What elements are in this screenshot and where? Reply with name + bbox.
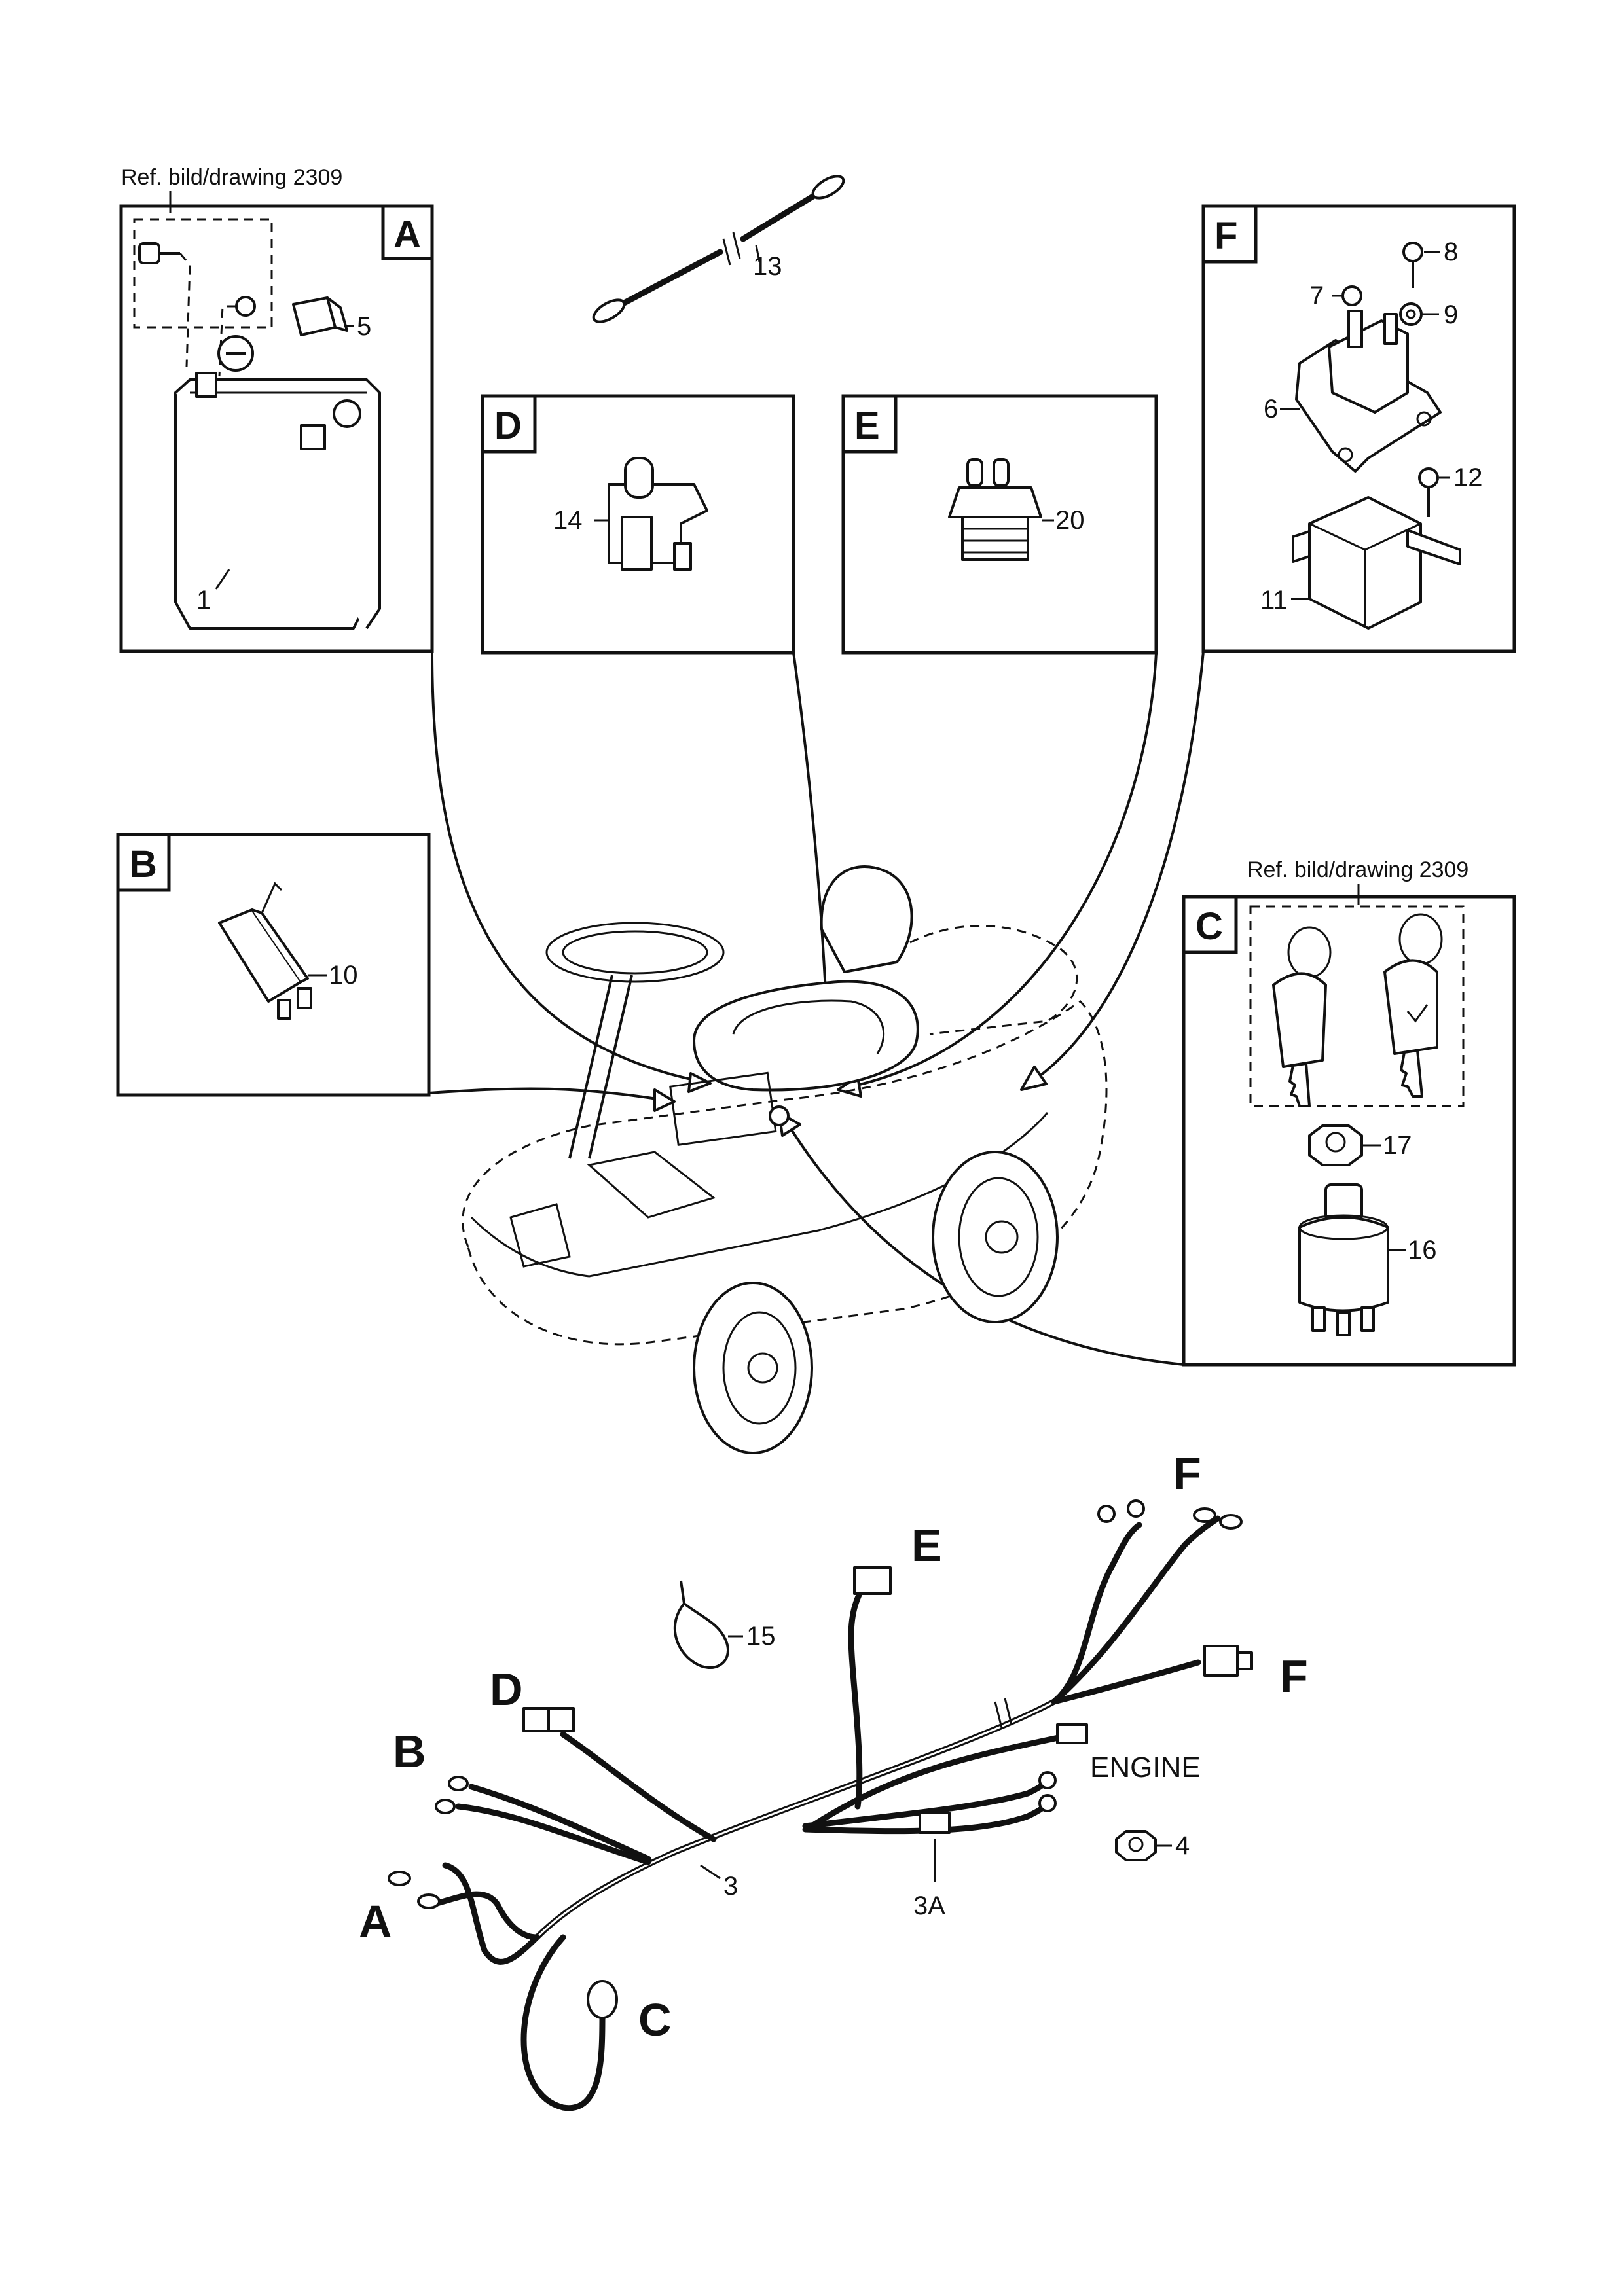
part-label-11: 11 bbox=[1260, 586, 1288, 615]
part-label-1: 1 bbox=[196, 586, 211, 615]
panel-d-tag bbox=[481, 394, 537, 454]
section-label-d: D bbox=[494, 404, 522, 447]
harness-label-d: D bbox=[490, 1664, 523, 1715]
ref-box-c bbox=[1249, 905, 1465, 1107]
section-label-a: A bbox=[393, 213, 421, 256]
panel-b-frame bbox=[116, 833, 431, 1097]
cable-tie-icon bbox=[673, 1580, 729, 1670]
harness-label-f-top: F bbox=[1173, 1448, 1201, 1499]
battery-nut-icon bbox=[235, 296, 256, 317]
panel-f: F 8 7 9 6 12 bbox=[1201, 204, 1516, 653]
part-label-6: 6 bbox=[1264, 395, 1278, 423]
section-label-b: B bbox=[130, 843, 157, 886]
part-label-3a: 3A bbox=[913, 1892, 945, 1920]
terminal-cap-icon bbox=[292, 296, 348, 336]
connector-d-icon bbox=[522, 1707, 550, 1732]
ground-cable-icon bbox=[592, 175, 845, 323]
section-label-e: E bbox=[854, 404, 880, 447]
part-label-14: 14 bbox=[553, 506, 583, 535]
microswitch-icon bbox=[218, 882, 312, 1020]
washer-icon bbox=[1399, 302, 1423, 326]
part-label-7: 7 bbox=[1309, 281, 1324, 310]
panel-e-frame bbox=[841, 394, 1158, 655]
part-label-12: 12 bbox=[1453, 463, 1483, 492]
ref-box-a bbox=[133, 218, 273, 329]
panel-d-frame bbox=[481, 394, 795, 655]
seat-switch-icon bbox=[608, 457, 708, 571]
connector-f-icon bbox=[1203, 1645, 1239, 1677]
harness-label-b: B bbox=[393, 1726, 426, 1777]
panel-a-frame bbox=[119, 204, 434, 653]
part-label-3: 3 bbox=[723, 1872, 738, 1901]
part-label-16: 16 bbox=[1408, 1236, 1437, 1265]
panel-e: E 20 bbox=[841, 394, 1158, 655]
wiring-harness bbox=[388, 1499, 1253, 2111]
key-icon bbox=[1272, 926, 1332, 1107]
reference-label-c: Ref. bild/drawing 2309 bbox=[1247, 857, 1468, 882]
relay-icon bbox=[1292, 496, 1461, 630]
seat-icon bbox=[693, 980, 919, 1092]
connector-3a-icon bbox=[919, 1812, 951, 1834]
panel-b: B 10 bbox=[116, 833, 431, 1097]
part-label-8: 8 bbox=[1444, 238, 1458, 266]
panel-e-tag bbox=[841, 394, 898, 454]
harness-label-c: C bbox=[638, 1994, 672, 2045]
reference-label-a: Ref. bild/drawing 2309 bbox=[121, 165, 342, 190]
harness-label-e: E bbox=[911, 1520, 942, 1571]
panel-a: Ref. bild/drawing 2309 A 5 bbox=[119, 165, 434, 653]
temperature-sensor-icon bbox=[948, 458, 1042, 561]
battery-bolt-icon bbox=[138, 242, 180, 264]
part-label-17: 17 bbox=[1383, 1131, 1412, 1160]
mower-illustration bbox=[462, 865, 1108, 1454]
key-spare-icon bbox=[1383, 913, 1443, 1098]
panel-d: D 14 bbox=[481, 394, 795, 655]
panel-c-tag bbox=[1182, 895, 1238, 954]
nut-icon bbox=[1341, 285, 1362, 306]
panel-f-frame bbox=[1201, 204, 1516, 653]
ignition-switch-icon bbox=[1298, 1183, 1389, 1336]
connector-c-icon bbox=[587, 1980, 618, 2019]
front-wheel-icon bbox=[693, 1282, 813, 1454]
connector-engine-icon bbox=[1056, 1723, 1088, 1744]
connector-e-icon bbox=[853, 1566, 892, 1595]
solenoid-icon bbox=[1295, 310, 1442, 473]
screw-icon bbox=[1402, 242, 1423, 262]
harness-label-a: A bbox=[359, 1896, 392, 1947]
part-label-9: 9 bbox=[1444, 300, 1458, 329]
arrow-a bbox=[431, 651, 695, 1081]
ignition-nut-icon bbox=[1308, 1124, 1363, 1166]
section-label-f: F bbox=[1214, 215, 1237, 257]
part-label-20: 20 bbox=[1055, 506, 1085, 535]
arrow-b bbox=[428, 1087, 662, 1101]
harness-label-f-right: F bbox=[1280, 1651, 1308, 1702]
part-label-5: 5 bbox=[357, 312, 371, 341]
battery-icon bbox=[174, 372, 381, 630]
panel-f-tag bbox=[1201, 204, 1258, 264]
arrow-e bbox=[850, 652, 1158, 1088]
part-label-4: 4 bbox=[1175, 1831, 1190, 1860]
arrow-f bbox=[1033, 651, 1205, 1081]
engine-nut-icon bbox=[1115, 1830, 1157, 1861]
panel-b-tag bbox=[116, 833, 171, 892]
part-label-13: 13 bbox=[753, 252, 782, 281]
backrest-icon bbox=[820, 865, 913, 973]
panel-a-tag bbox=[381, 204, 434, 260]
panel-c: Ref. bild/drawing 2309 C 17 bbox=[1182, 857, 1516, 1367]
relay-screw-icon bbox=[1418, 467, 1439, 488]
engine-label: ENGINE bbox=[1090, 1751, 1201, 1784]
part-label-15: 15 bbox=[746, 1622, 776, 1651]
steering-wheel-icon bbox=[545, 922, 725, 983]
panel-c-frame bbox=[1182, 895, 1516, 1367]
section-label-c: C bbox=[1195, 905, 1223, 948]
part-label-10: 10 bbox=[329, 961, 358, 990]
